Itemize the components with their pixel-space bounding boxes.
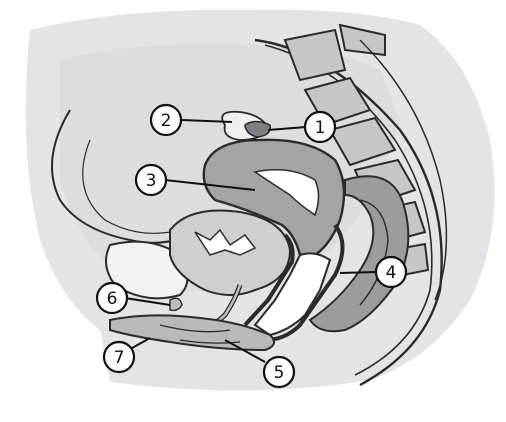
callout-number: 4 <box>386 263 397 283</box>
callout-7: 7 <box>104 342 134 372</box>
callout-1: 1 <box>305 112 335 142</box>
callout-4: 4 <box>376 257 406 287</box>
callout-2: 2 <box>151 105 181 135</box>
callout-number: 2 <box>161 111 172 131</box>
callout-number: 1 <box>315 118 326 138</box>
callout-3: 3 <box>136 165 166 195</box>
callout-number: 3 <box>146 171 157 191</box>
callout-5: 5 <box>264 357 294 387</box>
callout-6: 6 <box>97 283 127 313</box>
callout-number: 5 <box>274 363 285 383</box>
callout-number: 6 <box>107 289 118 309</box>
callout-number: 7 <box>114 348 125 368</box>
